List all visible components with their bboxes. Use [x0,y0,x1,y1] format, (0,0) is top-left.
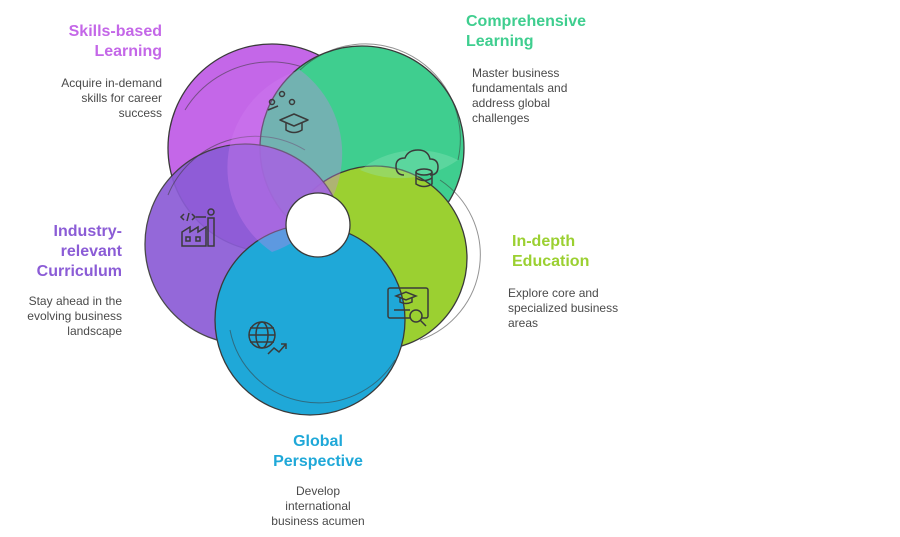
label-comprehensive-learning: Comprehensive Learning Master business f… [466,12,636,126]
industry-desc-line-1: Stay ahead in the [28,294,122,308]
skills-desc-line-1: Acquire in-demand [61,76,162,90]
industry-desc-line-3: landscape [67,324,122,338]
skills-desc-line-3: success [118,106,162,120]
indepth-desc-line-3: areas [508,316,539,330]
industry-title-line-3: Curriculum [36,263,122,280]
global-title-line-2: Perspective [273,453,363,470]
indepth-desc-line-1: Explore core and [508,286,599,300]
industry-desc-line-2: evolving business [27,309,122,323]
label-skills-based-learning: Skills-based Learning Acquire in-demand … [30,22,162,121]
comprehensive-desc-line-3: address global [472,96,551,110]
comprehensive-title-line-1: Comprehensive [466,13,587,30]
comprehensive-title-line-2: Learning [466,33,534,50]
skills-title-line-2: Learning [94,43,162,60]
global-desc-line-3: business acumen [271,514,365,528]
overlap-tint-right [360,150,458,179]
globe-growth-icon [248,321,287,355]
global-title-line-1: Global [293,433,343,450]
label-global-perspective: Global Perspective Develop international… [240,432,396,529]
skills-desc-line-2: skills for career [81,91,162,105]
label-in-depth-education: In-depth Education Explore core and spec… [508,232,678,331]
label-industry-relevant-curriculum: Industry- relevant Curriculum Stay ahead… [2,222,122,339]
certificate-search-icon [387,287,429,327]
comprehensive-desc-line-1: Master business [472,66,560,80]
indepth-title-line-2: Education [512,253,590,270]
industry-title-line-2: relevant [60,243,122,260]
factory-code-icon [179,208,215,247]
industry-title-line-1: Industry- [53,223,122,240]
skills-title-line-1: Skills-based [68,23,162,40]
global-desc-line-1: Develop [295,484,341,498]
indepth-desc-line-2: specialized business [508,301,619,315]
cloud-database-icon [395,149,439,188]
center-hole [285,192,351,258]
comprehensive-desc-line-4: challenges [472,111,530,125]
indepth-title-line-1: In-depth [512,233,576,250]
graduation-cap-icon [267,90,309,134]
global-desc-line-2: international [285,499,351,513]
comprehensive-desc-line-2: fundamentals and [472,81,568,95]
petal-global-perspective [214,224,406,416]
